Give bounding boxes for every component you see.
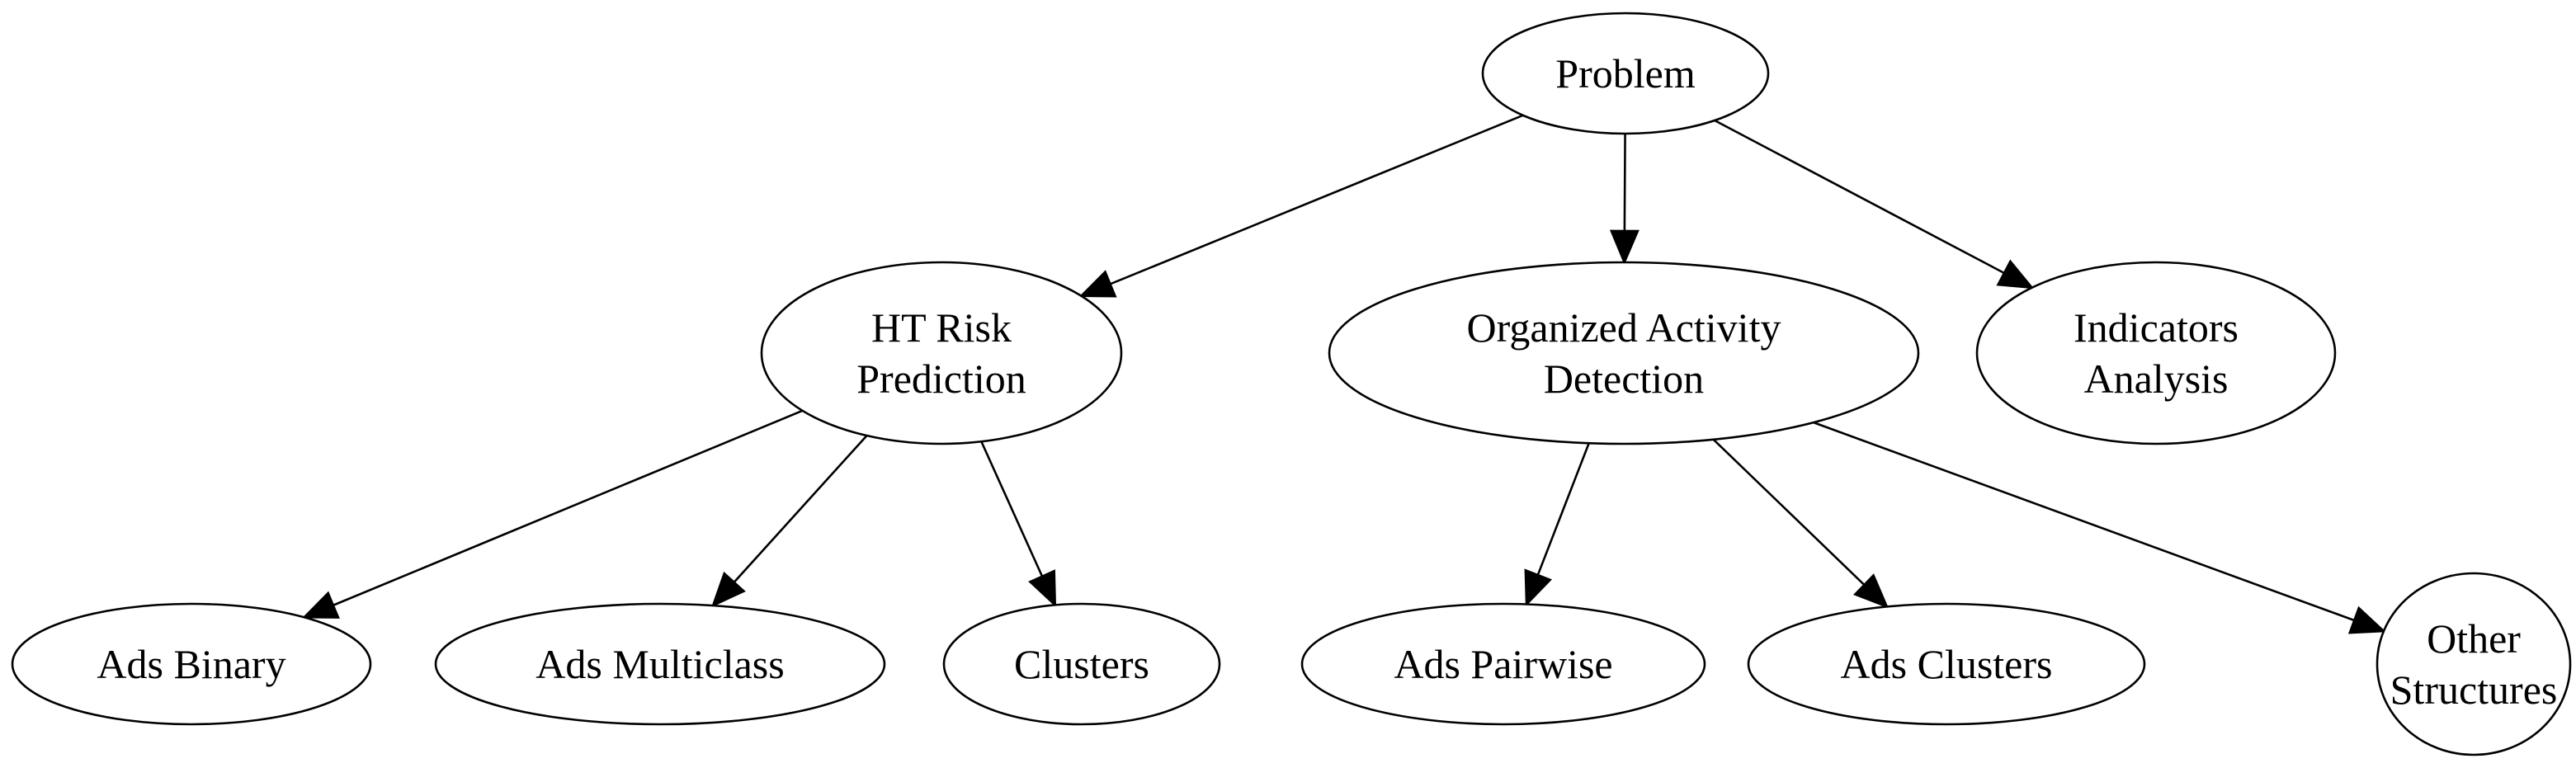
node-ht-risk-ellipse — [760, 261, 1123, 445]
node-ads-pairwise: Ads Pairwise — [1300, 602, 1706, 726]
node-ads-multiclass-label-line-1: Ads Multiclass — [535, 641, 784, 687]
node-ads-clusters: Ads Clusters — [1747, 602, 2146, 726]
node-organized-label-line-2: Detection — [1544, 356, 1704, 402]
node-ads-multiclass-ellipse — [434, 602, 886, 726]
node-ads-binary-label-line-1: Ads Binary — [97, 641, 285, 687]
edge-organized-to-ads_clusters — [1712, 438, 1866, 586]
node-organized-ellipse — [1328, 261, 1920, 445]
edge-organized-to-ads_pairwise — [1536, 442, 1590, 576]
node-other-label-line-2: Structures — [2390, 667, 2558, 713]
node-problem-ellipse — [1481, 12, 1770, 135]
edge-ht_risk-to-clusters — [980, 441, 1044, 577]
node-clusters: Clusters — [942, 602, 1221, 726]
node-ads-clusters-ellipse — [1747, 602, 2146, 726]
node-ht-risk-label-line-1: HT Risk — [871, 304, 1012, 351]
arrowhead-ht_risk-to-ads_binary — [301, 591, 340, 619]
node-problem: Problem — [1481, 12, 1770, 135]
arrowhead-ht_risk-to-clusters — [1028, 569, 1057, 608]
edge-organized-to-other — [1813, 421, 2355, 622]
node-indicators-label-line-1: Indicators — [2074, 304, 2239, 351]
node-other-ellipse — [2375, 572, 2572, 756]
edge-ht_risk-to-ads_multiclass — [733, 435, 868, 583]
node-ads-binary: Ads Binary — [11, 602, 372, 726]
edge-ht_risk-to-ads_binary — [333, 409, 804, 606]
edge-problem-to-indicators — [1714, 119, 2005, 275]
node-ht-risk-label-line-2: Prediction — [856, 356, 1026, 402]
node-organized-label-line-1: Organized Activity — [1467, 304, 1781, 351]
node-ads-pairwise-label-line-1: Ads Pairwise — [1394, 641, 1612, 687]
arrowhead-problem-to-indicators — [1996, 259, 2035, 290]
arrowhead-organized-to-ads_clusters — [1853, 573, 1890, 609]
node-indicators-label-line-2: Analysis — [2084, 356, 2229, 402]
node-ads-multiclass: Ads Multiclass — [434, 602, 886, 726]
edge-problem-to-ht_risk — [1110, 114, 1524, 285]
arrowhead-ht_risk-to-ads_multiclass — [710, 571, 746, 608]
node-indicators-ellipse — [1975, 261, 2337, 445]
arrowhead-organized-to-other — [2347, 605, 2387, 634]
arrowhead-problem-to-ht_risk — [1078, 270, 1117, 298]
edges-layer — [301, 114, 2387, 634]
node-ads-clusters-label-line-1: Ads Clusters — [1841, 641, 2053, 687]
node-problem-label-line-1: Problem — [1555, 50, 1696, 97]
node-ads-pairwise-ellipse — [1300, 602, 1706, 726]
arrowhead-organized-to-ads_pairwise — [1524, 568, 1553, 607]
node-clusters-label-line-1: Clusters — [1014, 641, 1149, 687]
arrowhead-problem-to-organized — [1609, 229, 1639, 266]
node-other-label-line-1: Other — [2427, 615, 2521, 662]
node-clusters-ellipse — [942, 602, 1221, 726]
node-ads-binary-ellipse — [11, 602, 372, 726]
